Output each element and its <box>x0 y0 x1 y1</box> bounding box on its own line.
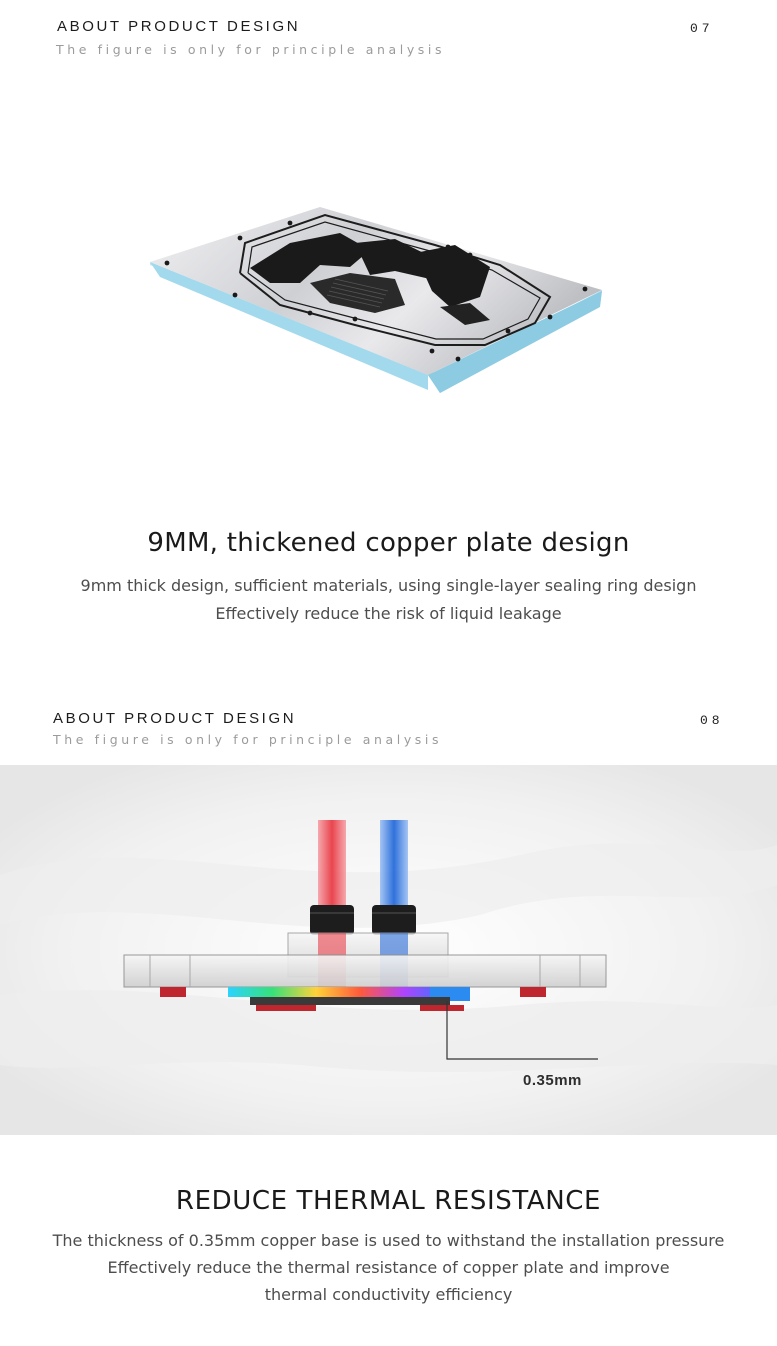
copper-plate-image <box>150 207 602 393</box>
section-number: 08 <box>700 713 724 728</box>
product-design-section-07: ABOUT PRODUCT DESIGN The figure is only … <box>0 18 777 628</box>
description-line: thermal conductivity efficiency <box>264 1285 513 1304</box>
section-description: The thickness of 0.35mm copper base is u… <box>0 1227 777 1308</box>
section-description: 9mm thick design, sufficient materials, … <box>0 572 777 628</box>
section-headline: REDUCE THERMAL RESISTANCE <box>175 1186 602 1216</box>
description-line: 9mm thick design, sufficient materials, … <box>80 576 697 595</box>
section-subtitle: The figure is only for principle analysi… <box>56 42 446 57</box>
description-line: Effectively reduce the risk of liquid le… <box>215 604 562 623</box>
section-number: 07 <box>690 21 714 36</box>
product-design-section-08: ABOUT PRODUCT DESIGN The figure is only … <box>0 690 777 1346</box>
waterblock-cross-section-image <box>0 765 777 1135</box>
section-headline: 9MM, thickened copper plate design <box>147 528 630 558</box>
section-title: ABOUT PRODUCT DESIGN <box>53 710 297 727</box>
description-line: The thickness of 0.35mm copper base is u… <box>52 1231 725 1250</box>
copper-thickness-callout: 0.35mm <box>523 1072 582 1089</box>
section-subtitle: The figure is only for principle analysi… <box>53 732 443 747</box>
section-title: ABOUT PRODUCT DESIGN <box>57 18 301 35</box>
description-line: Effectively reduce the thermal resistanc… <box>107 1258 670 1277</box>
